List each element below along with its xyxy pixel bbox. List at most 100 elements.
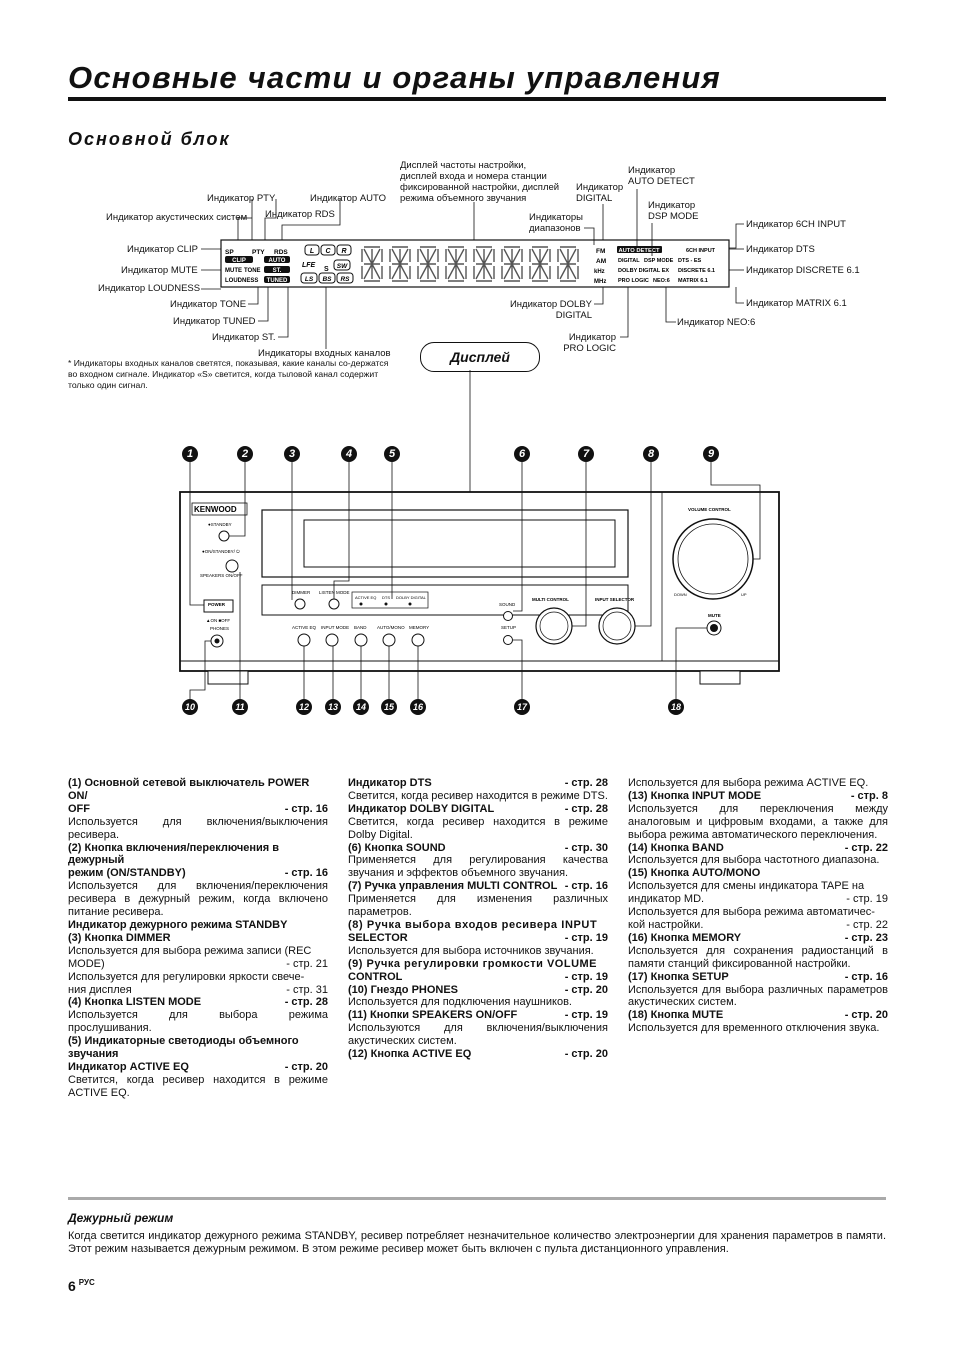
band-button[interactable] — [354, 633, 368, 647]
lcd-s: S — [324, 266, 329, 273]
item-6-title: (6) Кнопка SOUND- стр. 30 — [348, 841, 608, 854]
lcd-c: C — [325, 248, 331, 255]
item-15-text-1a: Используется для смены индикатора TAPE н… — [628, 880, 865, 893]
lcd-auto-detect: AUTO DETECT — [618, 248, 660, 254]
setup-button[interactable] — [503, 635, 513, 645]
input-channels-note: * Индикаторы входных каналов светятся, п… — [68, 358, 389, 390]
lcd-segment-digit — [557, 246, 579, 282]
item-1-title-b: OFF- стр. 16 — [68, 802, 328, 815]
label-dsp-mode: Индикатор DSP MODE — [648, 200, 699, 222]
memory-button[interactable] — [411, 633, 425, 647]
lcd-bs: BS — [322, 276, 332, 283]
auto-mono-label: AUTO/MONO — [377, 625, 405, 630]
item-2-text: Используется для включения/переключения … — [68, 880, 328, 919]
item-3-text-2a: Используется для регулировки яркости све… — [68, 970, 305, 983]
lcd-rds: RDS — [274, 249, 288, 256]
item-7-text: Применяется для изменения различных пара… — [348, 893, 608, 919]
lcd-neo6: NEO:6 — [653, 278, 670, 284]
input-mode-button[interactable] — [325, 633, 339, 647]
auto-mono-button[interactable] — [382, 633, 396, 647]
memory-label: MEMORY — [409, 625, 429, 630]
callout-14: 14 — [353, 699, 369, 715]
active-eq-label: ACTIVE EQ — [292, 625, 317, 630]
lcd-dsp-mode: DSP MODE — [644, 258, 674, 264]
title-rule — [68, 97, 886, 101]
label-6ch-input: Индикатор 6CH INPUT — [746, 219, 846, 230]
lcd-lfe: LFE — [302, 262, 316, 269]
callout-9: 9 — [703, 446, 719, 462]
lcd-segment-digit — [501, 246, 523, 282]
standby-text: Когда светится индикатор дежурного режим… — [68, 1230, 886, 1255]
input-selector-label: INPUT SELECTOR — [595, 597, 635, 602]
callout-6: 6 — [514, 446, 530, 462]
callout-17: 17 — [514, 699, 530, 715]
lcd-segment-digit — [529, 246, 551, 282]
callout-13: 13 — [325, 699, 341, 715]
label-ranges: Индикаторы диапазонов — [529, 212, 584, 234]
input-selector-knob[interactable] — [598, 607, 636, 645]
dts-led-label: DTS — [382, 595, 390, 600]
item-8-text: Используется для выбора источников звуча… — [348, 944, 594, 957]
lcd-r: R — [341, 248, 346, 255]
lcd-ls: LS — [305, 276, 314, 283]
on-off-label: ▲ON ■OFF — [206, 618, 230, 623]
lcd-clip: CLIP — [232, 258, 246, 264]
lcd-segment-digit — [361, 246, 383, 282]
desc-column-1: (1) Основной сетевой выключатель POWER O… — [68, 777, 328, 1100]
speakers-onoff-button[interactable] — [225, 559, 239, 573]
active-eq-button[interactable] — [297, 633, 311, 647]
item-3-title: (3) Кнопка DIMMER — [68, 931, 171, 944]
dimmer-button[interactable] — [294, 598, 306, 610]
power-label: POWER — [208, 602, 226, 607]
listen-mode-button[interactable] — [328, 598, 340, 610]
lcd-display: SP PTY RDS CLIP AUTO MUTE TONE ST. LOUDN… — [220, 239, 730, 288]
label-matrix: Индикатор MATRIX 6.1 — [746, 298, 847, 309]
item-10-title: (10) Гнездо PHONES- стр. 20 — [348, 983, 608, 996]
label-st: Индикатор ST. — [212, 332, 276, 343]
lcd-fm: FM — [596, 248, 605, 255]
sound-button[interactable] — [503, 611, 513, 621]
page-title: Основные части и органы управления — [68, 60, 721, 95]
lcd-loudness: LOUDNESS — [225, 278, 258, 284]
callout-7: 7 — [578, 446, 594, 462]
lcd-segment-digit — [417, 246, 439, 282]
item-10-text: Используется для подключения наушников. — [348, 996, 572, 1009]
item-14-title: (14) Кнопка BAND- стр. 22 — [628, 841, 888, 854]
receiver-front-panel: KENWOOD ●STANDBY ●ON/STANDBY/ ⏻ SPEAKERS… — [179, 491, 780, 685]
label-discrete: Индикатор DISCRETE 6.1 — [746, 265, 860, 276]
item-4-title: (4) Кнопка LISTEN MODE- стр. 28 — [68, 996, 328, 1009]
label-mute: Индикатор MUTE — [121, 265, 198, 276]
item-16-title: (16) Кнопка MEMORY- стр. 23 — [628, 931, 888, 944]
item-13-title: (13) Кнопка INPUT MODE- стр. 8 — [628, 789, 888, 802]
item-12-text: Используется для выбора режима ACTIVE EQ… — [628, 777, 869, 789]
item-9-title-b: CONTROL- стр. 19 — [348, 970, 608, 983]
item-4-text: Используется для выбора режима прослушив… — [68, 1009, 328, 1035]
item-9-title-a: (9) Ручка регулировки громкости VOLUME — [348, 957, 598, 970]
panel-leaders — [189, 462, 761, 700]
callout-11: 11 — [232, 699, 248, 715]
label-pro-logic: Индикатор PRO LOGIC — [563, 332, 616, 354]
multi-control-knob[interactable] — [535, 607, 573, 645]
setup-label: SETUP — [501, 625, 516, 630]
down-label: DOWN — [674, 592, 687, 597]
item-5d-title: Индикатор DOLBY DIGITAL- стр. 28 — [348, 802, 608, 815]
label-speakers: Индикатор акустических систем — [106, 212, 248, 223]
power-switch[interactable] — [203, 599, 234, 613]
display-callout: Дисплей — [420, 342, 540, 372]
item-1-text: Используется для включения/выключения ре… — [68, 815, 328, 841]
lcd-am: AM — [596, 258, 606, 265]
volume-knob[interactable] — [672, 518, 754, 600]
standby-title: Дежурный режим — [68, 1211, 174, 1225]
section-title: Основной блок — [68, 129, 231, 149]
item-15-text-2b: кой настройки.- стр. 22 — [628, 918, 888, 931]
item-8-title-a: (8) Ручка выбора входов ресивера INPUT — [348, 918, 598, 931]
callout-1: 1 — [182, 446, 198, 462]
callout-10: 10 — [182, 699, 198, 715]
item-2-title-b: режим (ON/STANDBY)- стр. 16 — [68, 867, 328, 880]
lcd-digital: DIGITAL — [618, 258, 640, 264]
volume-control-label: VOLUME CONTROL — [688, 507, 731, 512]
item-5b-text: Светится, когда ресивер находится в режи… — [68, 1073, 328, 1099]
lcd-pty: PTY — [252, 249, 265, 256]
standby-label: ●STANDBY — [208, 522, 232, 527]
